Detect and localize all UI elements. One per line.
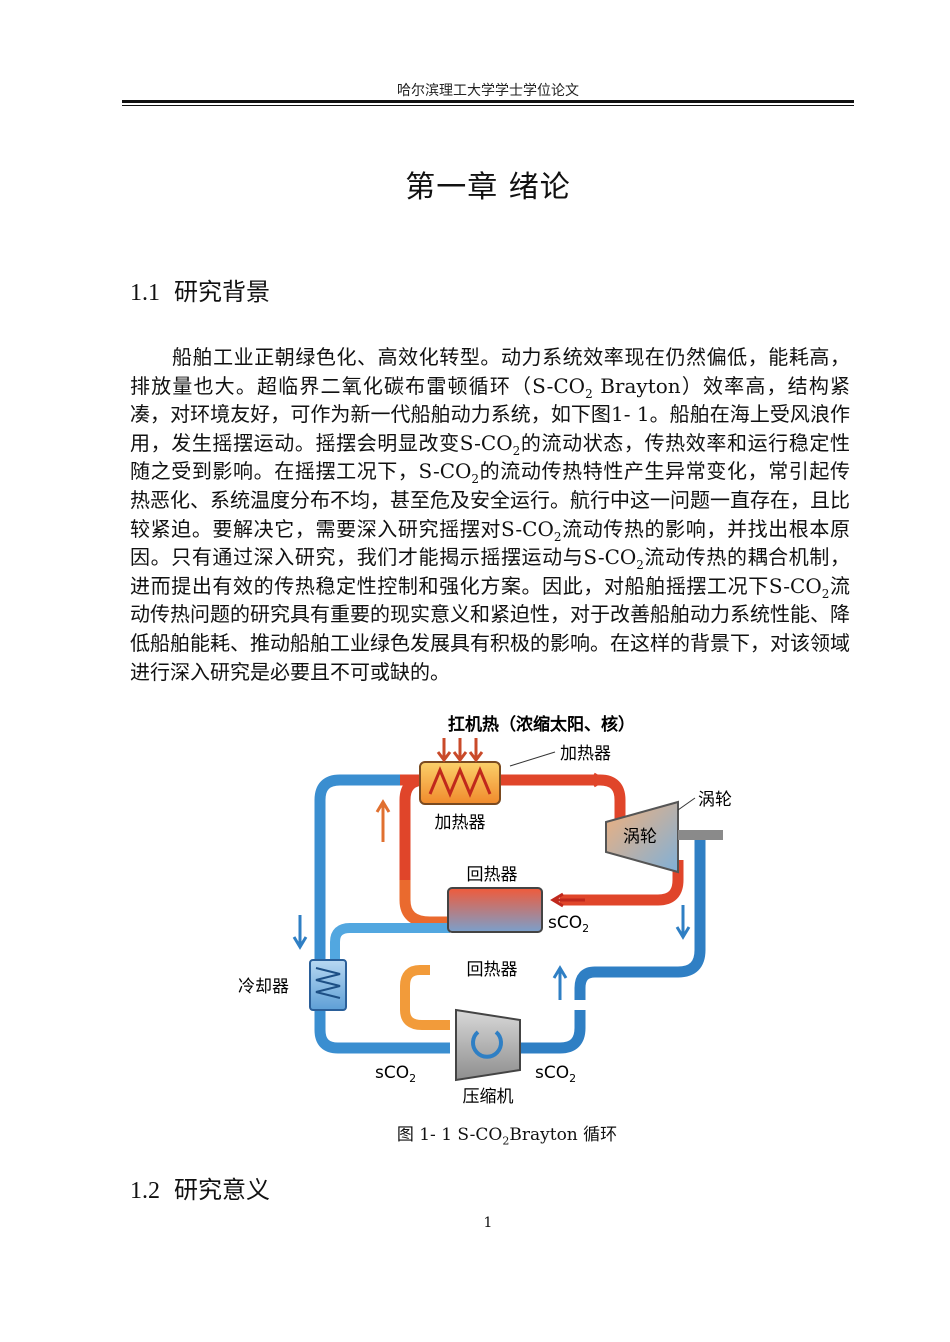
compressor-feed [400, 965, 450, 1030]
body-paragraph: 船舶工业正朝绿色化、高效化转型。动力系统效率现在仍然偏低，能耗高，排放量也大。超… [130, 343, 850, 686]
para-text-6: 流动传热的耦合机制，进而提出有效的传热稳定性控制和强化方案。因此，对船舶摇摆工况… [130, 545, 851, 598]
sco2-label-right: sCO2 [548, 913, 589, 935]
sco2-label-bottom-right: sCO2 [535, 1063, 576, 1085]
recuperator-bottom-label: 回热器 [467, 960, 518, 980]
heat-source-label: 扛机热（浓缩太阳、核） [448, 714, 635, 735]
turbine-callout-line [677, 797, 696, 811]
brayton-cycle-figure: 加热器 加热器 扛机热（浓缩太阳、核） 涡轮 涡轮 回热器 回热器 sCO2 冷… [130, 710, 845, 1110]
para-text-3: 的流动状态，传热效率和运行稳定性随之受到影响。在摇摆工况下，S-CO [130, 430, 850, 484]
turbine-cold-pipe [574, 840, 706, 1000]
turbine-label: 涡轮 [623, 827, 657, 847]
subscript: 2 [471, 472, 480, 487]
flow-arrow-up-icon [375, 799, 391, 842]
caption-subscript: 2 [502, 1134, 510, 1148]
section-number: 1.1 [130, 280, 160, 306]
flow-arrow-down-left-icon [292, 915, 308, 950]
subscript: 2 [636, 558, 644, 573]
caption-suffix: Brayton 循环 [509, 1125, 618, 1145]
recuperator-top-label: 回热器 [467, 865, 518, 885]
subscript: 2 [821, 586, 830, 601]
cooler-coil-icon [315, 967, 341, 999]
recuperator-block [447, 887, 543, 933]
bottom-right-pipe [520, 1010, 586, 1054]
para-text-7: 流动传热问题的研究具有重要的现实意义和紧迫性，对于改善船舶动力系统性能、降低船舶… [130, 573, 851, 684]
heater-coil-icon [428, 766, 492, 798]
sco2-label-left: sCO2 [375, 1063, 416, 1085]
turbine-exhaust-pipe [560, 860, 684, 906]
para-text-4: 的流动传热特性产生异常变化，常引起传热恶化、系统温度分布不均，甚至危及安全运行。… [130, 459, 851, 541]
header-rule-thin [122, 105, 854, 106]
para-text-2: Brayton）效率高，结构紧凑，对环境友好，可作为新一代船舶动力系统，如下图1… [130, 373, 851, 455]
flow-arrow-right-icon [570, 772, 607, 788]
subscript: 2 [585, 386, 593, 401]
flow-arrow-left-icon [550, 892, 585, 908]
heater-callout-label: 加热器 [560, 744, 611, 764]
section-heading-1-1: 1.1 研究背景 [130, 272, 270, 307]
cooler-block [309, 959, 347, 1011]
cooler-label: 冷却器 [238, 977, 289, 997]
subscript: 2 [553, 529, 562, 544]
page-number: 1 [483, 1215, 493, 1231]
heater-callout-line [509, 751, 556, 767]
figure-caption: 图 1- 1 S-CO2Brayton 循环 [0, 1120, 950, 1147]
running-header: 哈尔滨理工大学学士学位论文 [397, 83, 579, 99]
flow-arrow-up-right-icon [552, 965, 568, 1000]
para-text-1: 船舶工业正朝绿色化、高效化转型。动力系统效率现在仍然偏低，能耗高，排放量也大。超… [130, 345, 850, 398]
flow-arrow-down-icon [675, 905, 691, 940]
turbine-callout-label: 涡轮 [698, 790, 732, 810]
turbine-block [605, 800, 679, 874]
compressor-label: 压缩机 [463, 1087, 514, 1107]
compressor-block [455, 1008, 521, 1082]
section-heading-1-2: 1.2 研究意义 [130, 1170, 270, 1205]
turbine-shaft [678, 830, 723, 840]
recup-hot-feed [399, 880, 450, 928]
heat-input-arrows-icon [436, 738, 484, 763]
heater-label: 加热器 [435, 813, 486, 833]
left-outer-pipe [314, 774, 400, 960]
subscript: 2 [512, 443, 521, 458]
para-text-5: 流动传热的影响，并找出根本原因。只有通过深入研究，我们才能揭示摇摆运动与S-CO [130, 516, 851, 570]
cycle-diagram: 加热器 加热器 扛机热（浓缩太阳、核） 涡轮 涡轮 回热器 回热器 sCO2 冷… [238, 714, 732, 1107]
recup-cold-out [330, 923, 450, 960]
section-title: 研究意义 [174, 1176, 270, 1204]
section-title: 研究背景 [174, 278, 270, 306]
bottom-left-pipe [314, 1010, 450, 1054]
header-rule-thick [122, 100, 854, 103]
section-number: 1.2 [130, 1178, 160, 1204]
chapter-title: 第一章 绪论 [405, 170, 571, 205]
caption-prefix: 图 1- 1 S-CO [396, 1125, 503, 1145]
compressor-rotation-icon [471, 1030, 503, 1059]
